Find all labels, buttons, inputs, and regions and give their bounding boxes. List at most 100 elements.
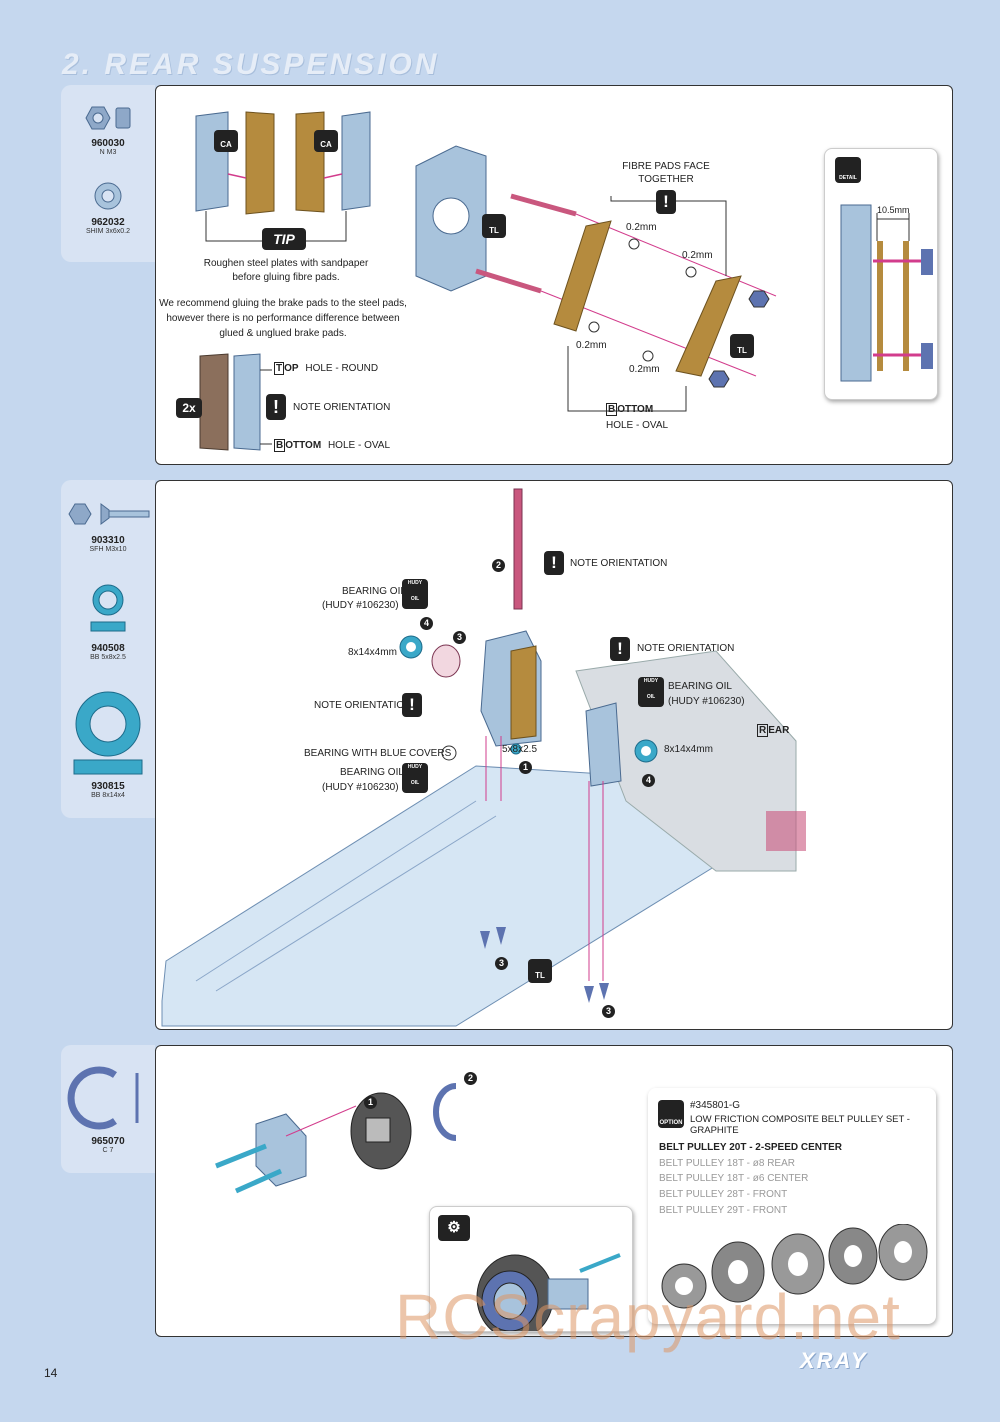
- pulley-item: BELT PULLEY 28T - FRONT: [659, 1189, 788, 1200]
- option-box: OPTION #345801-G LOW FRICTION COMPOSITE …: [648, 1088, 936, 1324]
- bottom-letter: B: [274, 439, 286, 452]
- warning-icon: !: [656, 190, 676, 214]
- step-number: 2: [464, 1072, 477, 1085]
- part-desc: BB 5x8x2.5: [90, 654, 126, 661]
- oil-text: OIL: [410, 596, 420, 602]
- tl-badge: TL: [482, 214, 506, 238]
- bearing-large-icon: [73, 691, 143, 775]
- warning-icon: !: [266, 394, 286, 420]
- step-number: 4: [420, 617, 433, 630]
- parts-sidebar-step2: 903310 SFH M3x10 940508 BB 5x8x2.5 93081…: [61, 480, 155, 818]
- parts-sidebar-step1: 960030 N M3 962032 SHIM 3x6x0.2: [61, 85, 155, 262]
- bottom-letter: B: [606, 403, 618, 416]
- detail-drawing: [840, 204, 933, 382]
- c-clip-icon: [67, 1066, 139, 1130]
- warning-icon: !: [544, 551, 564, 575]
- option-thumb-icon: OPTION: [658, 1100, 684, 1128]
- pulley-item: BELT PULLEY 29T - FRONT: [659, 1205, 788, 1216]
- tip-text-2: before gluing fibre pads.: [232, 272, 340, 283]
- step-number: 1: [519, 761, 532, 774]
- part-code: 940508: [91, 643, 125, 654]
- bearing-oil-right-2: (HUDY #106230): [668, 696, 745, 707]
- hudy-oil-badge: HUDY OIL: [402, 763, 428, 793]
- step-number: 3: [602, 1005, 615, 1018]
- fibre-label-2: TOGETHER: [638, 174, 694, 185]
- bearing-oil-low-1: BEARING OIL: [340, 767, 404, 778]
- part-940508: 940508 BB 5x8x2.5: [61, 582, 155, 661]
- part-code: 930815: [91, 781, 125, 792]
- option-code: #345801-G: [690, 1100, 741, 1111]
- bottom-hole-text-2: HOLE - OVAL: [606, 420, 669, 431]
- oil-text: OIL: [410, 780, 420, 786]
- pulley-set-image: [661, 1224, 928, 1309]
- tl-badge: TL: [730, 334, 754, 358]
- screw-icon: [68, 503, 150, 525]
- bearing-oil-left-2: (HUDY #106230): [322, 600, 399, 611]
- part-code: 965070: [91, 1136, 125, 1147]
- note-text-2: however there is no performance differen…: [166, 313, 400, 324]
- step2-panel: 2 ! NOTE ORIENTATION HUDY OIL BEARING OIL…: [155, 480, 953, 1030]
- bottom-hole-text: HOLE - OVAL: [327, 440, 391, 451]
- detail-icon: DETAIL: [835, 157, 861, 183]
- rear-letter: R: [757, 724, 769, 737]
- step1-panel: CA CA TIP Roughen steel plates with sand…: [155, 85, 953, 465]
- top-letter: T: [274, 362, 285, 375]
- shim-label: 0.2mm: [682, 250, 713, 261]
- part-desc: N M3: [99, 149, 117, 156]
- hudy-text: HUDY: [407, 580, 423, 586]
- dimension-label: 10.5mm: [877, 205, 910, 215]
- part-desc: C 7: [102, 1147, 114, 1154]
- pulley-item: BELT PULLEY 18T - ø8 REAR: [659, 1158, 795, 1169]
- ca-badge: CA: [214, 130, 238, 152]
- note-text-3: glued & unglued brake pads.: [219, 328, 347, 339]
- rear-word: EAR: [768, 725, 790, 736]
- note-orientation-label: NOTE ORIENTATION: [293, 402, 391, 413]
- detail-inset: DETAIL 10.5mm: [824, 148, 938, 400]
- top-hole-text: HOLE - ROUND: [305, 363, 379, 374]
- part-903310: 903310 SFH M3x10: [61, 500, 155, 553]
- pulley-main: BELT PULLEY 20T - 2-SPEED CENTER: [659, 1142, 842, 1153]
- part-code: 960030: [91, 138, 125, 149]
- brand-logo: XRAY: [800, 1348, 868, 1373]
- pulley-diagram: [215, 1083, 457, 1194]
- fibre-label-1: FIBRE PADS FACE: [622, 161, 710, 172]
- bearing-right-size: 8x14x4mm: [664, 744, 713, 755]
- part-code: 903310: [91, 535, 125, 546]
- part-962032: 962032 SHIM 3x6x0.2: [61, 180, 155, 235]
- part-desc: SHIM 3x6x0.2: [86, 228, 130, 235]
- step-number: 2: [492, 559, 505, 572]
- part-960030: 960030 N M3: [61, 103, 155, 156]
- part-code: 962032: [91, 217, 125, 228]
- shim-label: 0.2mm: [629, 364, 660, 375]
- step-number: 4: [642, 774, 655, 787]
- hudy-text: HUDY: [643, 678, 659, 684]
- note-text-1: We recommend gluing the brake pads to th…: [159, 298, 407, 309]
- note-orientation-right: NOTE ORIENTATION: [637, 643, 735, 654]
- pulley-item: BELT PULLEY 18T - ø6 CENTER: [659, 1173, 809, 1184]
- step-number: 3: [453, 631, 466, 644]
- part-965070: 965070 C 7: [61, 1065, 155, 1154]
- note-orientation-top: NOTE ORIENTATION: [570, 558, 668, 569]
- quantity-badge: 2x: [176, 398, 202, 418]
- parts-sidebar-step3: 965070 C 7: [61, 1045, 155, 1173]
- bearing-small-icon: [90, 584, 126, 632]
- part-930815: 930815 BB 8x14x4: [61, 690, 155, 799]
- tl-badge: TL: [528, 959, 552, 983]
- option-title: LOW FRICTION COMPOSITE BELT PULLEY SET -…: [690, 1114, 910, 1136]
- note-orientation-left: NOTE ORIENTATION: [314, 700, 412, 711]
- step-number: 1: [364, 1096, 377, 1109]
- step-number: 3: [495, 957, 508, 970]
- assembled-inset: ⚙: [429, 1206, 633, 1332]
- watermark: RCScrapyard.net: [395, 1281, 901, 1353]
- bearing-oil-left-1: BEARING OIL: [342, 586, 406, 597]
- ca-badge: CA: [314, 130, 338, 152]
- small-bearing-size: 5x8x2.5: [502, 744, 538, 755]
- assembled-pulley: [476, 1253, 621, 1331]
- hudy-text: HUDY: [407, 764, 423, 770]
- bearing-oil-low-2: (HUDY #106230): [322, 782, 399, 793]
